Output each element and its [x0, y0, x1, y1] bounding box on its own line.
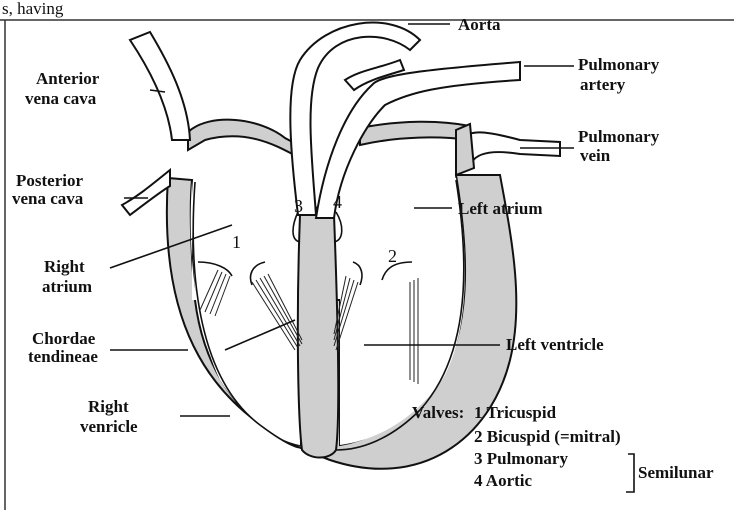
label-chordae-2: tendineae — [28, 347, 98, 366]
label-chordae-1: Chordae — [32, 329, 96, 348]
valve-number-4: 4 — [333, 192, 342, 212]
label-posterior-vena-cava-1: Posterior — [16, 171, 83, 190]
semilunar-bracket — [626, 454, 634, 492]
legend-header: Valves: — [412, 403, 464, 422]
label-left-ventricle: Left ventricle — [506, 335, 604, 354]
label-pulmonary-vein-2: vein — [580, 146, 611, 165]
label-anterior-vena-cava-1: Anterior — [36, 69, 100, 88]
label-posterior-vena-cava-2: vena cava — [12, 189, 84, 208]
valves-legend: Valves: 1 Tricuspid 2 Bicuspid (=mitral)… — [412, 403, 714, 492]
legend-semilunar: Semilunar — [638, 463, 714, 482]
valve-number-2: 2 — [388, 246, 397, 266]
label-right-ventricle-1: Right — [88, 397, 129, 416]
legend-item-bicuspid: 2 Bicuspid (=mitral) — [474, 427, 621, 446]
legend-item-tricuspid: 1 Tricuspid — [474, 403, 557, 422]
anterior-vena-cava — [130, 32, 190, 140]
tricuspid-flap-left — [198, 262, 232, 276]
label-left-atrium: Left atrium — [458, 199, 543, 218]
label-pulmonary-vein-1: Pulmonary — [578, 127, 660, 146]
label-aorta: Aorta — [458, 15, 501, 34]
valve-number-1: 1 — [232, 232, 241, 252]
label-pulmonary-artery-1: Pulmonary — [578, 55, 660, 74]
posterior-vena-cava — [122, 170, 170, 215]
label-right-atrium-2: atrium — [42, 277, 92, 296]
label-pulmonary-artery-2: artery — [580, 75, 626, 94]
atrial-roof — [188, 120, 300, 158]
legend-item-aortic: 4 Aortic — [474, 471, 533, 490]
legend-item-pulmonary: 3 Pulmonary — [474, 449, 568, 468]
valve-number-3: 3 — [294, 196, 303, 216]
label-right-atrium-1: Right — [44, 257, 85, 276]
top-text-fragment: s, having — [2, 0, 64, 18]
septum — [298, 208, 338, 458]
label-right-ventricle-2: venricle — [80, 417, 138, 436]
tricuspid-flap-right — [251, 262, 265, 285]
label-anterior-vena-cava-2: vena cava — [25, 89, 97, 108]
